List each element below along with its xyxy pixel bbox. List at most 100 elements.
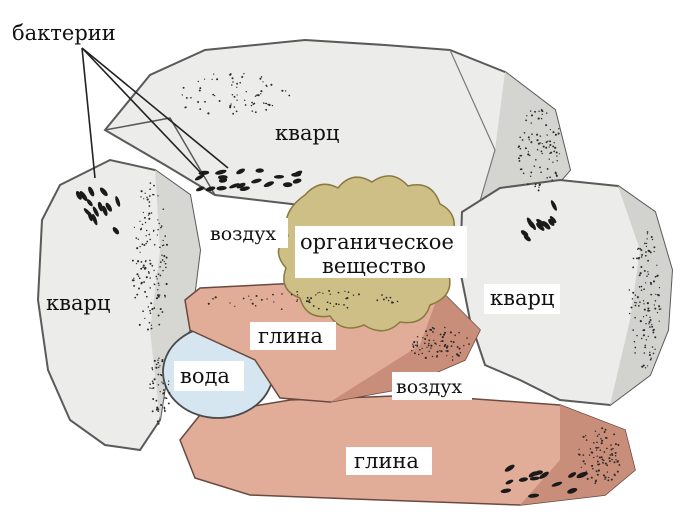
stipple-dot	[632, 329, 634, 331]
stipple-dot	[163, 240, 164, 241]
stipple-dot	[149, 277, 151, 279]
stipple-dot	[168, 384, 169, 385]
stipple-dot	[440, 350, 442, 352]
stipple-dot	[132, 279, 134, 281]
stipple-dot	[158, 273, 160, 275]
stipple-dot	[542, 153, 543, 154]
stipple-dot	[646, 275, 648, 277]
stipple-dot	[136, 273, 138, 275]
stipple-dot	[166, 244, 168, 246]
stipple-dot	[519, 136, 521, 138]
stipple-dot	[526, 115, 527, 116]
stipple-dot	[558, 128, 559, 129]
stipple-dot	[149, 195, 151, 197]
stipple-dot	[617, 460, 619, 462]
stipple-dot	[601, 427, 603, 429]
stipple-dot	[549, 140, 551, 142]
stipple-dot	[454, 334, 456, 336]
stipple-dot	[527, 183, 529, 185]
stipple-dot	[611, 479, 613, 481]
stipple-dot	[154, 283, 156, 285]
stipple-dot	[603, 474, 605, 476]
stipple-dot	[612, 448, 613, 449]
stipple-dot	[211, 79, 212, 80]
stipple-dot	[186, 97, 188, 99]
stipple-dot	[315, 294, 316, 295]
stipple-dot	[437, 351, 439, 353]
stipple-dot	[343, 304, 345, 306]
stipple-dot	[154, 244, 156, 246]
stipple-dot	[593, 442, 595, 444]
stipple-dot	[632, 298, 633, 299]
stipple-dot	[592, 468, 594, 470]
stipple-dot	[252, 303, 254, 305]
stipple-dot	[296, 291, 298, 293]
stipple-dot	[541, 151, 543, 153]
stipple-dot	[158, 223, 159, 224]
stipple-dot	[452, 356, 453, 357]
stipple-dot	[651, 324, 652, 325]
stipple-dot	[161, 254, 162, 255]
stipple-dot	[183, 87, 185, 89]
stipple-dot	[652, 346, 654, 348]
stipple-dot	[424, 342, 426, 344]
stipple-dot	[165, 263, 167, 265]
stipple-dot	[600, 438, 602, 440]
stipple-dot	[159, 365, 160, 366]
stipple-dot	[348, 291, 350, 293]
stipple-dot	[144, 291, 146, 293]
pointer-to-left-cluster	[82, 48, 95, 178]
stipple-dot	[617, 471, 619, 473]
stipple-dot	[525, 120, 527, 122]
stipple-dot	[281, 293, 283, 295]
stipple-dot	[638, 305, 640, 307]
stipple-dot	[641, 254, 643, 256]
stipple-dot	[556, 175, 558, 177]
stipple-dot	[531, 122, 532, 123]
stipple-dot	[248, 295, 249, 296]
stipple-dot	[164, 235, 166, 237]
stipple-dot	[645, 255, 647, 257]
stipple-dot	[602, 462, 604, 464]
stipple-dot	[416, 346, 417, 347]
stipple-dot	[140, 268, 142, 270]
stipple-dot	[654, 308, 656, 310]
stipple-dot	[650, 284, 651, 285]
stipple-dot	[231, 84, 233, 86]
stipple-dot	[641, 256, 643, 258]
stipple-dot	[603, 451, 605, 453]
stipple-dot	[281, 308, 283, 310]
stipple-dot	[255, 305, 257, 307]
stipple-dot	[597, 461, 599, 463]
stipple-dot	[635, 305, 637, 307]
stipple-dot	[651, 326, 653, 328]
stipple-dot	[546, 112, 547, 113]
stipple-dot	[232, 113, 234, 115]
stipple-dot	[159, 266, 161, 268]
stipple-dot	[458, 348, 460, 350]
stipple-dot	[338, 292, 340, 294]
stipple-dot	[606, 464, 608, 466]
stipple-dot	[644, 346, 646, 348]
stipple-dot	[594, 483, 596, 485]
stipple-dot	[453, 341, 455, 343]
stipple-dot	[234, 106, 236, 108]
stipple-dot	[164, 408, 166, 410]
stipple-dot	[545, 124, 547, 126]
stipple-dot	[542, 143, 543, 144]
stipple-dot	[424, 338, 426, 340]
stipple-dot	[141, 228, 142, 229]
stipple-dot	[647, 307, 649, 309]
stipple-dot	[590, 448, 592, 450]
stipple-dot	[638, 248, 640, 250]
stipple-dot	[538, 189, 540, 191]
stipple-dot	[641, 366, 643, 368]
stipple-dot	[593, 457, 594, 458]
stipple-dot	[541, 118, 542, 119]
stipple-dot	[155, 367, 157, 369]
stipple-dot	[251, 102, 253, 104]
stipple-dot	[154, 360, 156, 362]
stipple-dot	[144, 267, 146, 269]
stipple-dot	[648, 274, 649, 275]
stipple-dot	[596, 447, 598, 449]
